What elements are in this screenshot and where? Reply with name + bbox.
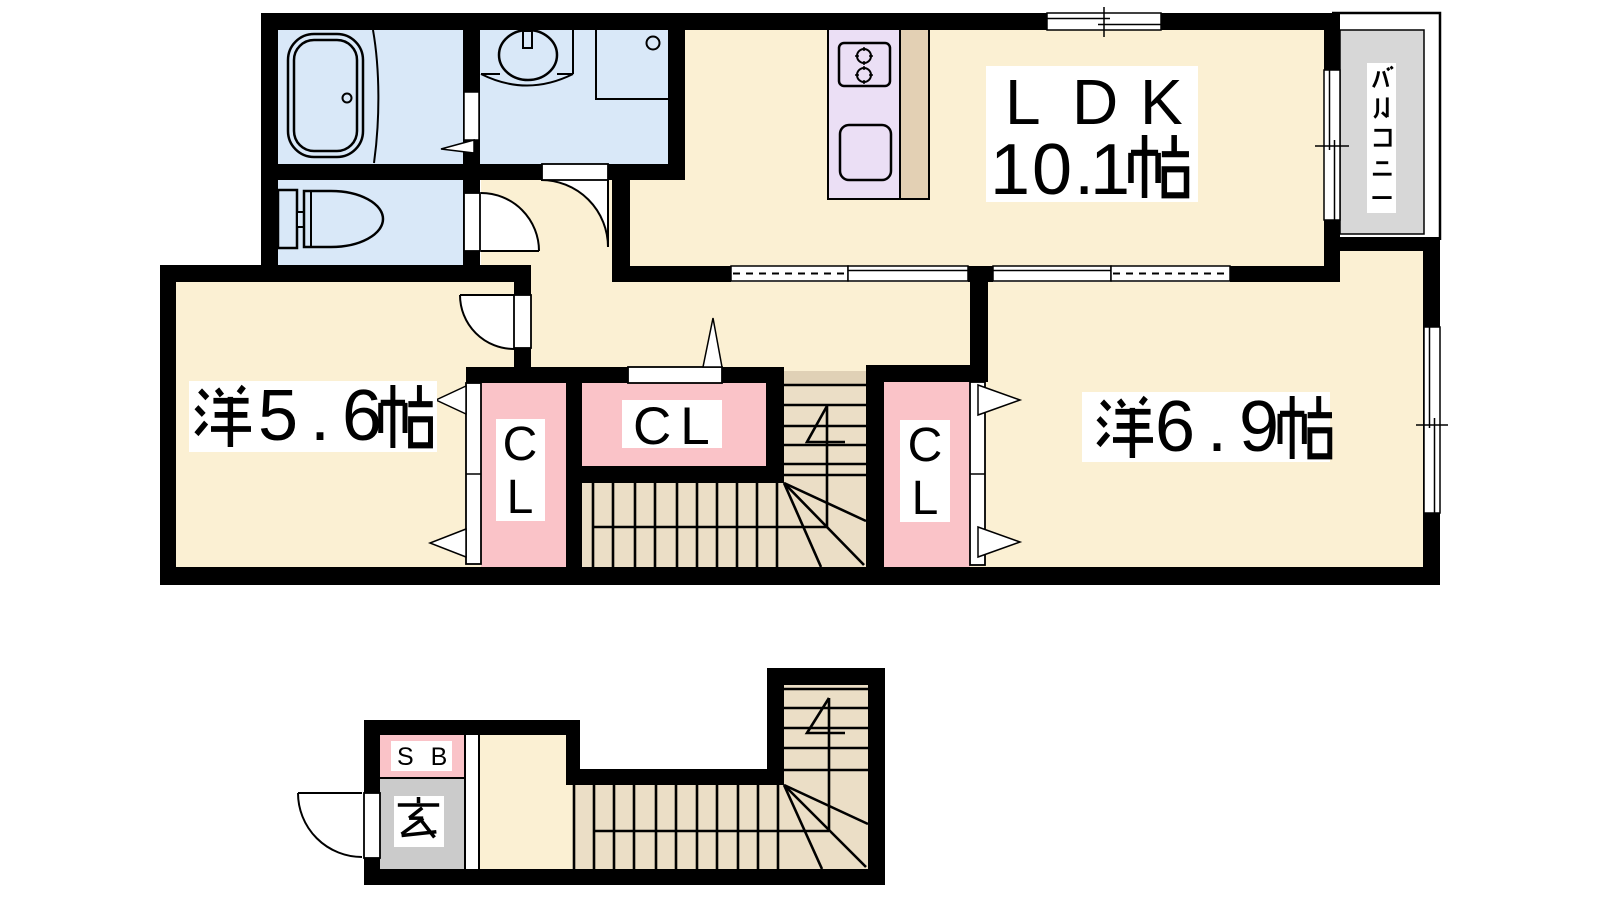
svg-text:6.9: 6.9 (1155, 387, 1291, 467)
svg-text:L: L (1005, 66, 1041, 138)
svg-text:C: C (908, 419, 943, 472)
svg-text:L: L (912, 472, 939, 525)
svg-text:5.6: 5.6 (258, 376, 394, 456)
svg-text:CL: CL (633, 397, 719, 456)
svg-text:D: D (1072, 66, 1118, 138)
svg-text:SB: SB (397, 743, 464, 771)
svg-text:1: 1 (1090, 130, 1130, 210)
svg-text:10.: 10. (990, 130, 1096, 210)
svg-text:K: K (1140, 66, 1183, 138)
svg-text:L: L (507, 471, 534, 524)
svg-text:C: C (503, 418, 538, 471)
